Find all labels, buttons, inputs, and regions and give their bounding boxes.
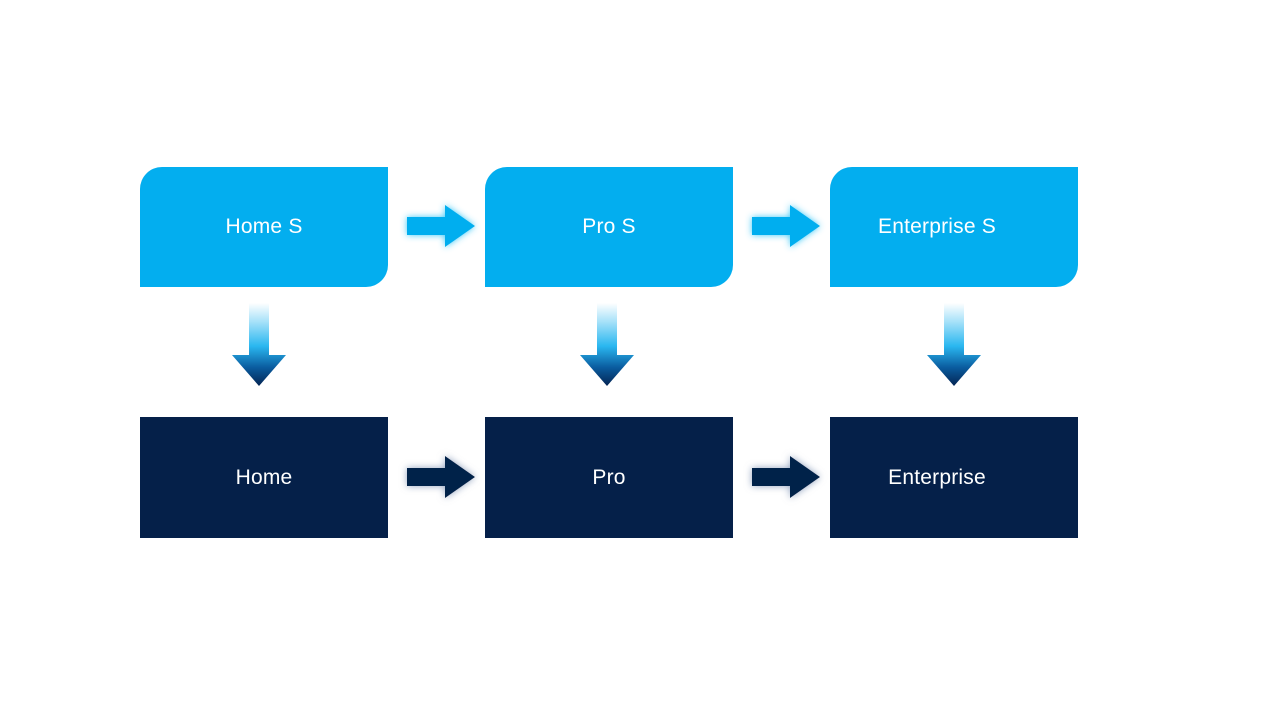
node-label: Pro (592, 465, 626, 489)
node-label: Home (235, 465, 293, 489)
node-home-s[interactable]: Home S (140, 167, 388, 287)
arrow-pro-s-to-enterprise-s (750, 203, 822, 249)
arrow-pro-to-enterprise (750, 454, 822, 500)
node-label: Pro S (582, 215, 636, 239)
node-pro[interactable]: Pro (485, 417, 733, 538)
node-enterprise[interactable]: Enterprise (830, 417, 1078, 538)
arrow-home-s-to-home (228, 303, 290, 387)
node-label: Home S (225, 215, 303, 239)
arrow-pro-s-to-pro (576, 303, 638, 387)
arrow-enterprise-s-to-enterprise (923, 303, 985, 387)
node-label: Enterprise (888, 465, 986, 489)
arrow-home-s-to-pro-s (405, 203, 477, 249)
node-pro-s[interactable]: Pro S (485, 167, 733, 287)
node-home[interactable]: Home (140, 417, 388, 538)
arrow-home-to-pro (405, 454, 477, 500)
node-label: Enterprise S (878, 215, 996, 239)
node-enterprise-s[interactable]: Enterprise S (830, 167, 1078, 287)
